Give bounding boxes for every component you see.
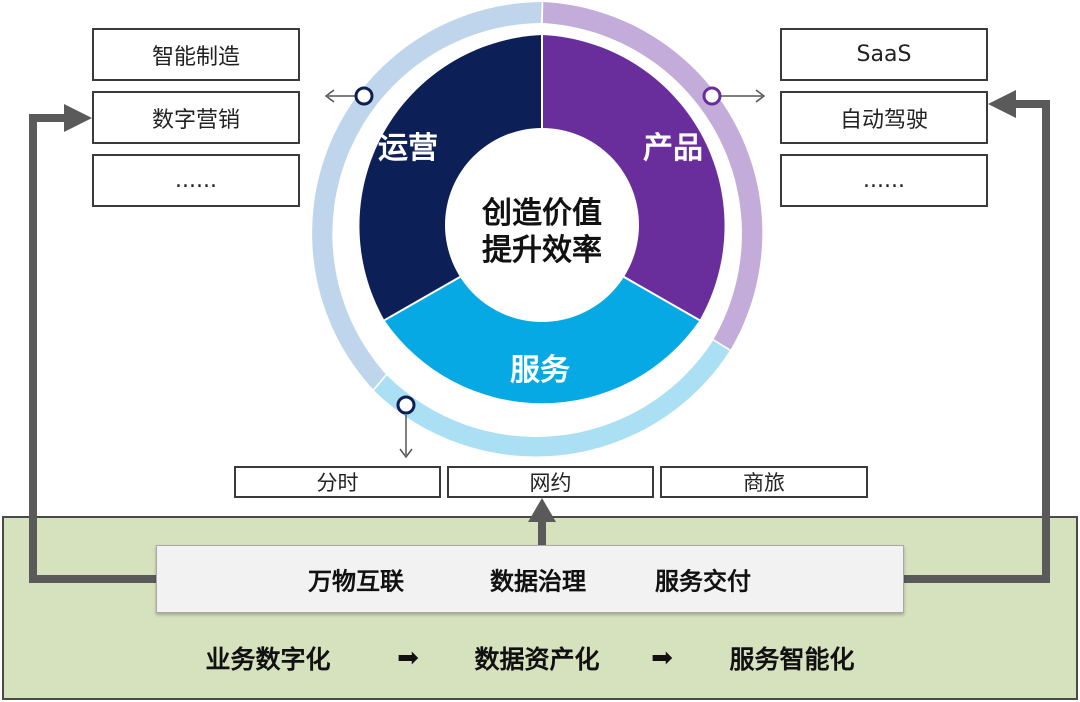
flow-data-assetization: 数据资产化 xyxy=(474,645,600,674)
up-connector-arrowhead xyxy=(528,498,556,522)
right-box-saas: SaaS xyxy=(780,28,988,81)
flow-service-intelligence: 服务智能化 xyxy=(729,645,855,674)
center-circle xyxy=(445,128,639,322)
right-connector xyxy=(904,100,1050,583)
label-operations: 运营 xyxy=(378,131,438,166)
center-line-1: 创造价值 xyxy=(481,196,602,231)
label-product: 产品 xyxy=(643,131,703,166)
marker-product-icon xyxy=(702,86,722,106)
marker-service-icon xyxy=(396,395,416,415)
left-connector-arrowhead xyxy=(64,104,92,132)
left-box-more: ...... xyxy=(92,154,300,207)
tech-iot: 万物互联 xyxy=(308,567,404,596)
bottom-box-business-travel: 商旅 xyxy=(660,466,868,498)
left-connector xyxy=(29,114,156,583)
marker-operations-icon xyxy=(354,86,374,106)
tech-data-governance: 数据治理 xyxy=(490,567,586,596)
left-box-digital-marketing: 数字营销 xyxy=(92,91,300,144)
ring-service xyxy=(374,340,730,457)
bottom-box-ride-hailing: 网约 xyxy=(447,466,654,498)
flow-arrow-2-icon: ➡ xyxy=(651,643,673,673)
technology-panel xyxy=(156,545,904,613)
right-box-autonomous-driving: 自动驾驶 xyxy=(780,91,988,144)
bottom-box-time-share: 分时 xyxy=(234,466,441,498)
right-connector-arrowhead xyxy=(988,90,1016,118)
tech-service-delivery: 服务交付 xyxy=(655,567,751,596)
flow-business-digitalization: 业务数字化 xyxy=(205,645,331,674)
center-line-2: 提升效率 xyxy=(482,233,602,268)
left-box-smart-manufacturing: 智能制造 xyxy=(92,28,300,81)
flow-arrow-1-icon: ➡ xyxy=(397,643,419,673)
right-box-more: ...... xyxy=(780,154,988,207)
label-service: 服务 xyxy=(510,353,570,388)
